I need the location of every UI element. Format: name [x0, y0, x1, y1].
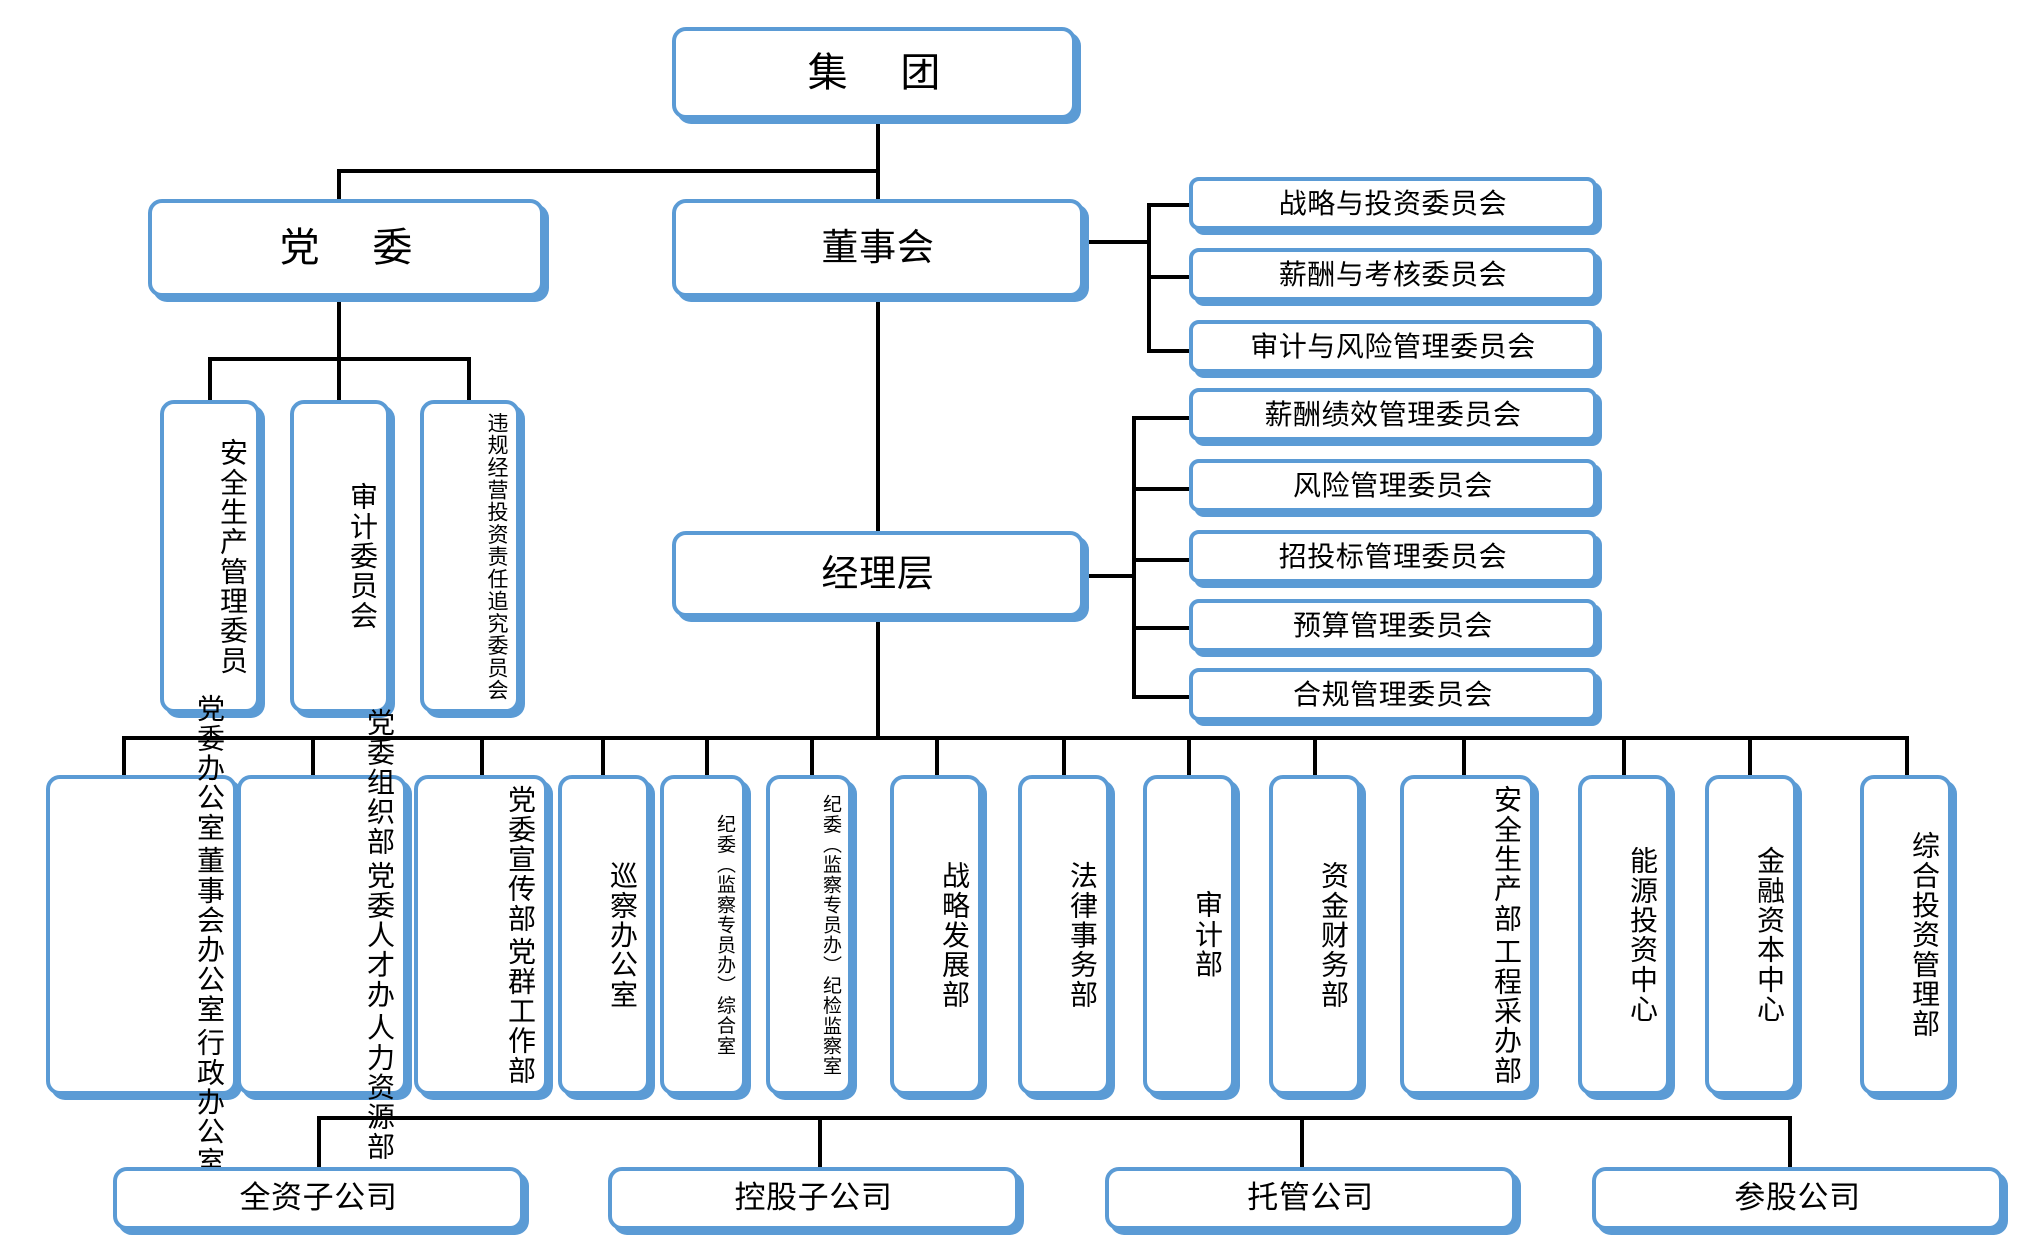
node-group[interactable]: 集 团 — [672, 27, 1076, 119]
connector-dept-drop-7 — [1062, 736, 1066, 775]
node-department-party-mass-work[interactable]: 党群工作部 党委宣传部 — [414, 775, 548, 1095]
connector-board-cmt-1 — [1147, 275, 1189, 279]
connector-department-bus — [122, 736, 1908, 740]
connector-board-cmt-0 — [1147, 203, 1189, 207]
node-department-strategy-development[interactable]: 战略发展部 — [890, 775, 982, 1095]
connector-dept-drop-10 — [1462, 736, 1466, 775]
node-management-layer[interactable]: 经理层 — [672, 531, 1084, 617]
node-mgmt-committee-budget[interactable]: 预算管理委员会 — [1189, 599, 1597, 652]
node-department-legal-affairs[interactable]: 法律事务部 — [1018, 775, 1110, 1095]
node-board-committee-strategy[interactable]: 战略与投资委员会 — [1189, 177, 1597, 230]
connector-mgmt-spine — [1132, 416, 1136, 696]
connector-mgmt-cmt-1 — [1132, 487, 1190, 491]
vtext-col: 资金财务部 — [1317, 860, 1350, 1010]
connector-dept-drop-0 — [122, 736, 126, 775]
node-mgmt-committee-compliance[interactable]: 合规管理委员会 — [1189, 668, 1597, 721]
vtext-col: 安全生产部 — [1490, 784, 1523, 933]
connector-mgmt-down — [876, 617, 880, 736]
connector-mgmt-cmt-0 — [1132, 416, 1190, 420]
connector-dept-drop-12 — [1748, 736, 1752, 775]
node-department-human-resources[interactable]: 人力资源部 党委人才办 党委组织部 — [237, 708, 407, 1162]
node-department-audit[interactable]: 审计部 — [1143, 775, 1235, 1095]
connector-sub-drop-1 — [818, 1116, 822, 1167]
connector-dept-drop-1 — [311, 736, 315, 775]
vtext-col: 纪委（监察专员办）纪检监察室 — [820, 794, 842, 1076]
connector-sub-drop-3 — [1788, 1116, 1792, 1167]
vtext-col: 纪委（监察专员办）综合室 — [714, 814, 736, 1056]
connector-dept-drop-9 — [1313, 736, 1317, 775]
node-subsidiary-wholly-owned[interactable]: 全资子公司 — [113, 1167, 524, 1230]
node-subsidiary-equity-participation[interactable]: 参股公司 — [1592, 1167, 2003, 1230]
vtext-col: 党委办公室 — [193, 693, 226, 842]
vtext-col: 巡察办公室 — [606, 860, 639, 1010]
connector-mgmt-cmt-3 — [1132, 626, 1190, 630]
connector-board-out — [1085, 240, 1150, 244]
vtext-col: 行政办公室 — [193, 1028, 226, 1177]
vtext-col: 党群工作部 — [504, 937, 537, 1086]
vtext-col: 人力资源部 — [363, 1013, 396, 1162]
vtext-col: 综合投资管理部 — [1908, 831, 1941, 1039]
node-board-of-directors[interactable]: 董事会 — [672, 199, 1084, 297]
connector-dept-drop-6 — [935, 736, 939, 775]
connector-dept-drop-13 — [1905, 736, 1909, 775]
node-department-engineering-safety[interactable]: 工程采办部 安全生产部 — [1400, 775, 1534, 1095]
connector-party-sub-0 — [208, 357, 212, 400]
connector-to-board — [876, 169, 880, 200]
connector-group-bus — [337, 169, 880, 173]
vtext-col: 战略发展部 — [938, 860, 971, 1010]
node-party-sub-violation[interactable]: 违规经营投资责任追究委员会 — [420, 400, 520, 713]
connector-sub-drop-0 — [317, 1116, 321, 1167]
node-mgmt-committee-bidding[interactable]: 招投标管理委员会 — [1189, 530, 1597, 583]
node-department-comprehensive-investment[interactable]: 综合投资管理部 — [1860, 775, 1952, 1095]
node-department-discipline-general-office[interactable]: 纪委（监察专员办）综合室 — [660, 775, 746, 1095]
node-board-committee-compensation[interactable]: 薪酬与考核委员会 — [1189, 248, 1597, 301]
node-department-financial-capital-center[interactable]: 金融资本中心 — [1705, 775, 1797, 1095]
connector-subsidiary-bus — [317, 1116, 1788, 1120]
connector-mgmt-cmt-4 — [1132, 695, 1190, 699]
vtext-col: 党委人才办 — [363, 860, 396, 1010]
vtext-col: 审计部 — [1191, 890, 1224, 980]
node-department-discipline-supervision-office[interactable]: 纪委（监察专员办）纪检监察室 — [766, 775, 852, 1095]
vtext-col: 董事会办公室 — [193, 845, 226, 1025]
connector-dept-drop-8 — [1187, 736, 1191, 775]
connector-mgmt-out — [1085, 574, 1135, 578]
node-party-sub-safety[interactable]: 安全生产管理委员 — [160, 400, 260, 713]
connector-dept-drop-3 — [601, 736, 605, 775]
connector-board-to-mgmt — [876, 297, 880, 537]
connector-dept-drop-11 — [1622, 736, 1626, 775]
node-party-committee[interactable]: 党 委 — [148, 199, 544, 297]
vtext-col: 工程采办部 — [1490, 937, 1523, 1086]
vtext-col: 党委宣传部 — [504, 784, 537, 933]
node-department-energy-investment-center[interactable]: 能源投资中心 — [1578, 775, 1670, 1095]
vtext-col: 党委组织部 — [363, 708, 396, 857]
connector-sub-drop-2 — [1300, 1116, 1304, 1167]
node-department-finance[interactable]: 资金财务部 — [1269, 775, 1361, 1095]
connector-dept-drop-4 — [705, 736, 709, 775]
node-board-committee-audit-risk[interactable]: 审计与风险管理委员会 — [1189, 320, 1597, 373]
connector-board-cmt-2 — [1147, 349, 1189, 353]
vtext-col: 金融资本中心 — [1753, 845, 1786, 1025]
vtext-col: 能源投资中心 — [1626, 845, 1659, 1025]
connector-group-down — [876, 120, 880, 172]
node-mgmt-committee-performance[interactable]: 薪酬绩效管理委员会 — [1189, 388, 1597, 441]
vtext-col: 法律事务部 — [1066, 860, 1099, 1010]
connector-party-down — [337, 297, 341, 357]
node-mgmt-committee-risk[interactable]: 风险管理委员会 — [1189, 459, 1597, 512]
node-department-admin-office[interactable]: 行政办公室 董事会办公室 党委办公室 — [46, 694, 237, 1176]
vtext-col: 安全生产管理委员 — [216, 437, 249, 676]
node-subsidiary-trusteeship[interactable]: 托管公司 — [1105, 1167, 1516, 1230]
connector-mgmt-cmt-2 — [1132, 558, 1190, 562]
node-subsidiary-holding[interactable]: 控股子公司 — [608, 1167, 1019, 1230]
node-party-sub-audit[interactable]: 审计委员会 — [290, 400, 390, 713]
connector-to-party — [337, 169, 341, 200]
vtext-col: 审计委员会 — [346, 482, 379, 631]
node-department-inspection-office[interactable]: 巡察办公室 — [558, 775, 650, 1095]
connector-dept-drop-2 — [480, 736, 484, 775]
connector-party-sub-2 — [467, 357, 471, 400]
connector-dept-drop-5 — [810, 736, 814, 775]
connector-party-sub-1 — [337, 357, 341, 400]
vtext-col: 违规经营投资责任追究委员会 — [485, 411, 509, 702]
